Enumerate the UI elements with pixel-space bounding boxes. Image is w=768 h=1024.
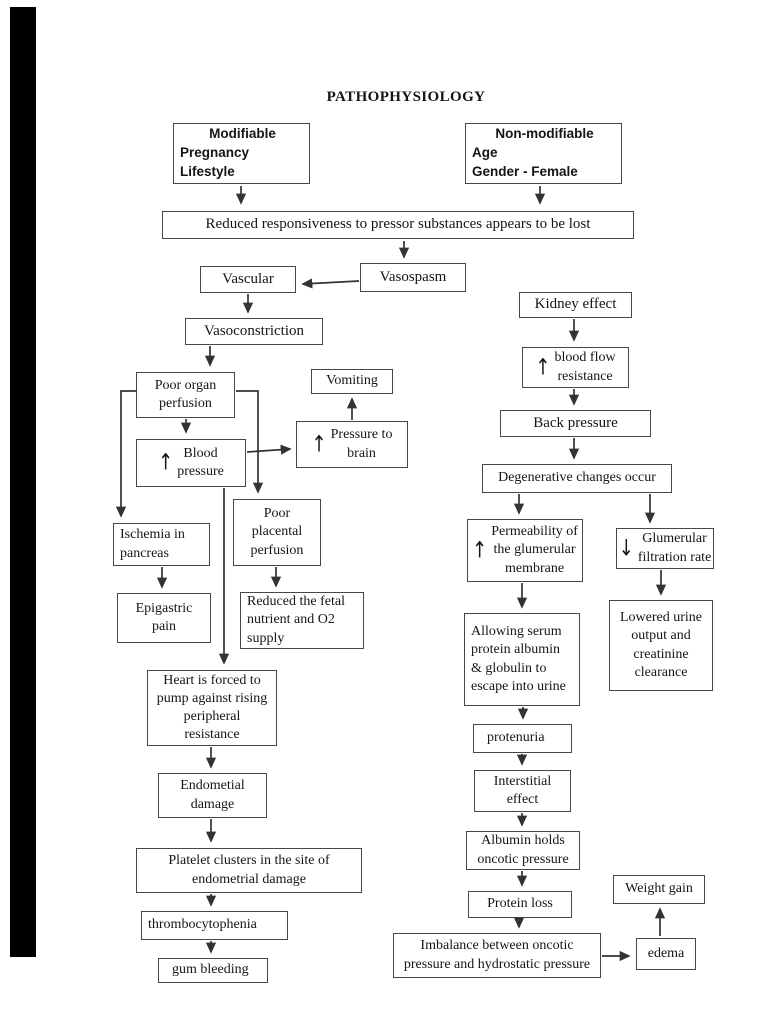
node-label: gum bleeding [172, 962, 249, 978]
node-degenerative-changes: Degenerative changes occur [482, 464, 672, 493]
node-heading: Modifiable [209, 126, 276, 142]
node-nonmodifiable: Non-modifiable Age Gender - Female [465, 123, 622, 184]
node-blood-pressure: ↑ Blood pressure [136, 439, 246, 487]
node-label: Vomiting [326, 373, 378, 389]
node-protenuria: protenuria [473, 724, 572, 753]
node-ischemia-pancreas: Ischemia in pancreas [113, 523, 210, 566]
node-endometial-damage: Endometial damage [158, 773, 267, 818]
node-heart-forced: Heart is forced to pump against rising p… [147, 670, 277, 746]
node-label: Interstitial effect [493, 773, 552, 807]
node-label: Weight gain [625, 881, 693, 897]
node-albumin-holds: Albumin holds oncotic pressure [466, 831, 580, 870]
node-label: Epigastric pain [135, 600, 193, 634]
node-label: Poor placental perfusion [250, 506, 304, 558]
node-label: Degenerative changes occur [498, 470, 656, 486]
node-label: Albumin holds oncotic pressure [477, 833, 569, 867]
node-edema: edema [636, 938, 696, 970]
node-label: Platelet clusters in the site of endomet… [168, 853, 330, 887]
node-label: Vascular [222, 270, 274, 287]
node-label: Ischemia in pancreas [120, 527, 185, 561]
node-reduced-fetal-supply: Reduced the fetal nutrient and O2 supply [240, 592, 364, 649]
up-arrow-icon: ↑ [472, 536, 488, 563]
node-label: blood flow resistance [554, 350, 616, 384]
node-label: Pressure to brain [330, 427, 393, 461]
node-heading: Non-modifiable [495, 126, 594, 142]
node-label: protenuria [487, 730, 545, 746]
scan-edge-artifact [10, 7, 36, 957]
up-arrow-icon: ↑ [311, 430, 327, 457]
down-arrow-icon: ↓ [618, 534, 634, 561]
node-interstitial-effect: Interstitial effect [474, 770, 571, 812]
node-label: Pregnancy Lifestyle [180, 145, 250, 179]
node-kidney-effect: Kidney effect [519, 292, 632, 318]
node-label: Kidney effect [534, 296, 617, 313]
node-protein-loss: Protein loss [468, 891, 572, 918]
node-label: Protein loss [487, 896, 553, 912]
node-thrombocytophenia: thrombocytophenia [141, 911, 288, 940]
node-poor-placental-perfusion: Poor placental perfusion [233, 499, 321, 566]
node-vasoconstriction: Vasoconstriction [185, 318, 323, 345]
node-glumerular-filtration: ↓ Glumerular filtration rate [616, 528, 714, 569]
node-label: Blood pressure [177, 445, 224, 479]
node-label: Vasospasm [379, 268, 447, 285]
node-label: edema [647, 945, 685, 961]
node-label: Vasoconstriction [204, 322, 304, 339]
node-label: Allowing serum protein albumin & globuli… [471, 624, 566, 694]
node-pressure-to-brain: ↑ Pressure to brain [296, 421, 408, 468]
node-reduced-responsiveness: Reduced responsiveness to pressor substa… [162, 211, 634, 239]
node-permeability-membrane: ↑ Permeability of the glumerular membran… [467, 519, 583, 582]
node-label: Back pressure [533, 414, 618, 431]
page-title: PATHOPHYSIOLOGY [326, 89, 486, 105]
node-label: Reduced the fetal nutrient and O2 supply [247, 594, 345, 646]
connector-poor-organ-to-ischemia [115, 390, 137, 518]
node-back-pressure: Back pressure [500, 410, 651, 437]
node-label: Imbalance between oncotic pressure and h… [403, 938, 591, 972]
node-modifiable: Modifiable Pregnancy Lifestyle [173, 123, 310, 184]
node-allowing-serum: Allowing serum protein albumin & globuli… [464, 613, 580, 706]
node-label: Heart is forced to pump against rising p… [156, 672, 268, 743]
node-label: thrombocytophenia [148, 917, 257, 933]
node-vascular: Vascular [200, 266, 296, 293]
node-label: Lowered urine output and creatinine clea… [619, 610, 703, 680]
node-vasospasm: Vasospasm [360, 263, 466, 292]
up-arrow-icon: ↑ [158, 449, 174, 476]
node-poor-organ-perfusion: Poor organ perfusion [136, 372, 235, 418]
node-gum-bleeding: gum bleeding [158, 958, 268, 983]
node-blood-flow-resistance: ↑ blood flow resistance [522, 347, 629, 388]
node-vomiting: Vomiting [311, 369, 393, 394]
up-arrow-icon: ↑ [535, 353, 551, 380]
node-label: Permeability of the glumerular membrane [491, 524, 578, 576]
connector-vasospasm-to-vascular [301, 278, 360, 289]
node-imbalance: Imbalance between oncotic pressure and h… [393, 933, 601, 978]
node-label: Age Gender - Female [472, 145, 578, 179]
node-label: Endometial damage [180, 778, 245, 812]
node-epigastric-pain: Epigastric pain [117, 593, 211, 643]
node-lowered-urine: Lowered urine output and creatinine clea… [609, 600, 713, 691]
node-label: Reduced responsiveness to pressor substa… [205, 216, 591, 233]
node-label: Glumerular filtration rate [637, 531, 712, 565]
node-weight-gain: Weight gain [613, 875, 705, 904]
connector-blood-pressure-to-pressure-brain [246, 444, 292, 455]
node-platelet-clusters: Platelet clusters in the site of endomet… [136, 848, 362, 893]
node-label: Poor organ perfusion [154, 377, 217, 411]
